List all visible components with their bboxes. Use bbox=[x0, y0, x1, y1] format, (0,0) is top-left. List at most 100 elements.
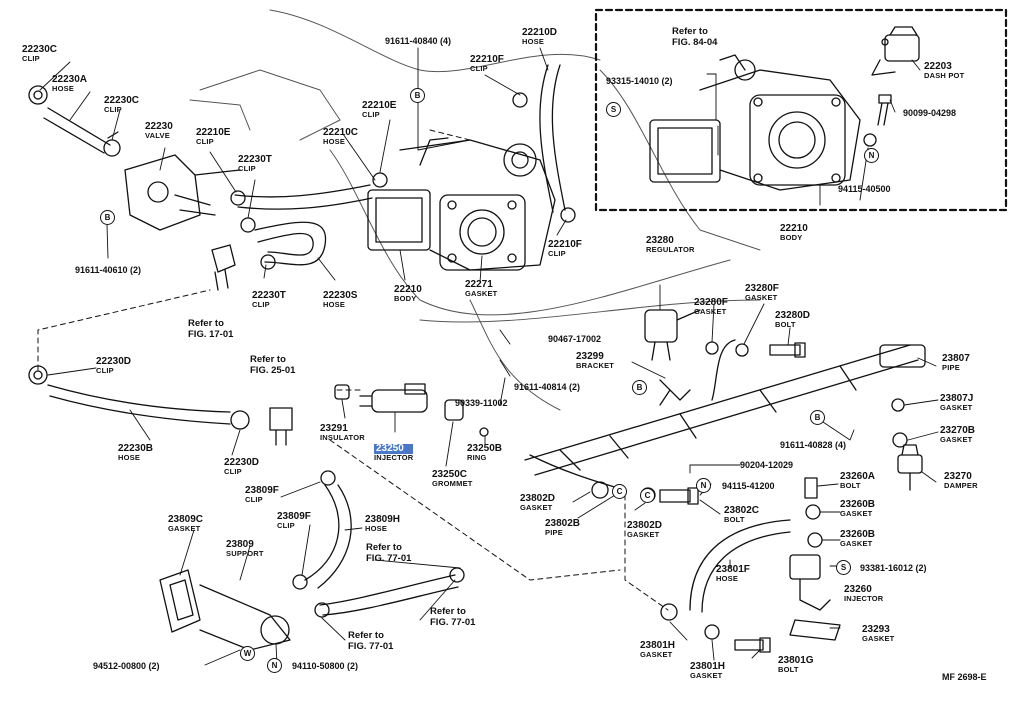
code-91611-40840: 91611-40840 (4) bbox=[385, 36, 452, 46]
symbol-n-mid: N bbox=[696, 478, 711, 493]
gasket-23801h bbox=[660, 603, 678, 621]
hose-22230b bbox=[47, 384, 231, 425]
code-91611-40610: 91611-40610 (2) bbox=[75, 265, 142, 275]
code-90467-17002: 90467-17002 bbox=[548, 334, 602, 344]
kit-box bbox=[594, 8, 1008, 212]
clip-22230t-2 bbox=[260, 254, 276, 270]
clip-22210e-2 bbox=[372, 172, 388, 188]
gasket-23293 bbox=[789, 619, 841, 641]
figure-code: MF 2698-E bbox=[942, 672, 987, 682]
grommet-23250c bbox=[444, 399, 464, 421]
hose-23809h bbox=[304, 484, 352, 589]
fitting-25-01 bbox=[269, 407, 293, 446]
code-90339-11002: 90339-11002 bbox=[455, 398, 508, 408]
clip-22210e bbox=[230, 190, 246, 206]
bolt-23280d bbox=[769, 342, 806, 358]
hose-22230a bbox=[43, 107, 111, 154]
bolt-23801g bbox=[734, 637, 771, 653]
ring-23250b bbox=[479, 427, 489, 437]
clip-22230t bbox=[240, 217, 256, 233]
leader-lines bbox=[39, 47, 939, 666]
gasket-23260b-2 bbox=[807, 532, 823, 548]
hose-22210c bbox=[234, 184, 371, 198]
code-94115-40500: 94115-40500 bbox=[838, 184, 891, 194]
code-90204-12029: 90204-12029 bbox=[740, 460, 794, 470]
symbol-b-top: B bbox=[410, 88, 425, 103]
gasket-23802d bbox=[591, 481, 609, 499]
symbol-b-left: B bbox=[100, 210, 115, 225]
throttle-body-kit bbox=[649, 54, 861, 191]
clip-77-01 bbox=[314, 602, 330, 618]
dash-pot bbox=[871, 26, 920, 76]
symbol-b-mid: B bbox=[632, 380, 647, 395]
clip-22230d-2 bbox=[230, 410, 250, 430]
nut-94115-40500 bbox=[863, 133, 877, 147]
code-90099-04298: 90099-04298 bbox=[903, 108, 957, 118]
symbol-w: W bbox=[240, 646, 255, 661]
symbol-n-bottom: N bbox=[267, 658, 282, 673]
intake-manifold bbox=[189, 9, 761, 411]
code-93315-14010: 93315-14010 (2) bbox=[606, 76, 673, 86]
vacuum-fitting bbox=[211, 244, 236, 291]
hose-22210c-inner bbox=[237, 197, 373, 210]
code-94115-41200: 94115-41200 bbox=[722, 481, 775, 491]
gasket-23280f bbox=[705, 341, 719, 355]
code-91611-40828: 91611-40828 (4) bbox=[780, 440, 847, 450]
injector-23250 bbox=[359, 383, 428, 413]
hose-to-77-01 bbox=[319, 574, 459, 616]
bolt-23260a bbox=[804, 477, 818, 499]
code-93381-16012: 93381-16012 (2) bbox=[860, 563, 927, 573]
damper-23270 bbox=[897, 444, 923, 491]
bracket-23299 bbox=[659, 379, 691, 406]
fuel-pipe-23807 bbox=[524, 344, 926, 476]
symbol-c-b: C bbox=[640, 488, 655, 503]
symbol-b-right: B bbox=[810, 410, 825, 425]
cold-start-injector-23260 bbox=[789, 554, 831, 611]
clip-23809f bbox=[320, 470, 336, 486]
gasket-23801h-2 bbox=[704, 624, 720, 640]
symbol-s-mid: S bbox=[836, 560, 851, 575]
pipe-to-regulator bbox=[711, 339, 736, 401]
gasket-23280f-2 bbox=[735, 343, 749, 357]
throttle-body bbox=[367, 137, 556, 271]
clip-22210f bbox=[512, 92, 528, 108]
